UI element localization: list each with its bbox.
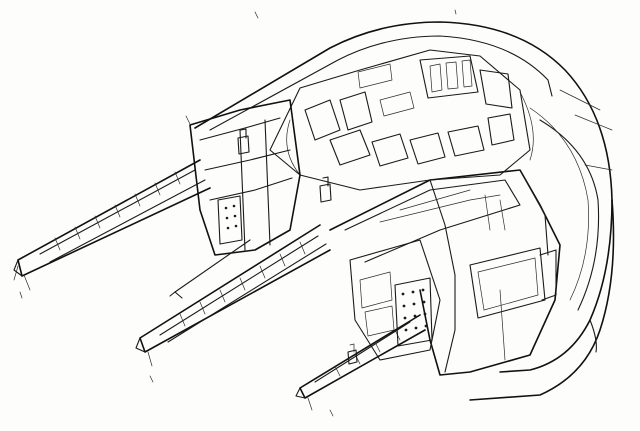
interior-cutaway (269, 49, 534, 191)
barrel-lower (295, 314, 426, 411)
sketch-marks (19, 9, 457, 417)
outer-hull (194, 21, 615, 401)
front-block (329, 169, 561, 376)
barrel-upper (13, 159, 211, 291)
lower-cutaway (347, 239, 441, 365)
barrel-middle (135, 224, 331, 367)
left-section (189, 99, 332, 256)
